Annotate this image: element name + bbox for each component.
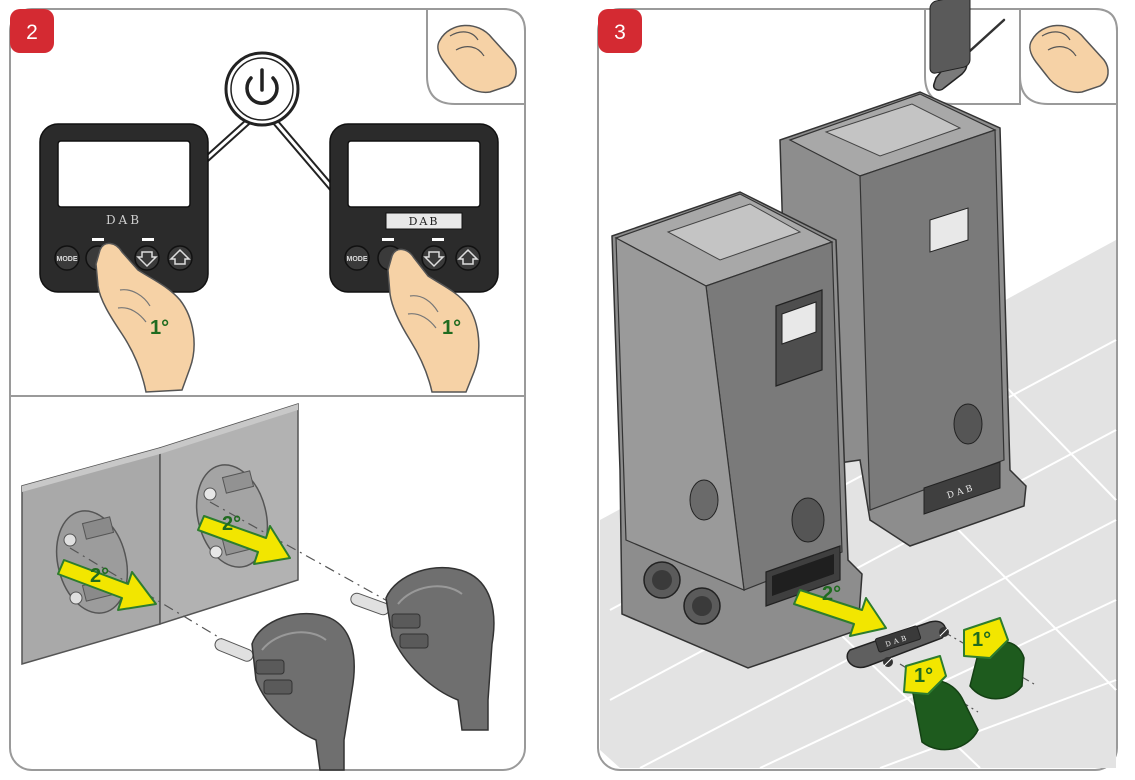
guide-line-right — [209, 501, 401, 609]
unplug-arrow-right: 2° — [197, 513, 291, 565]
press-step-label-right: 1° — [442, 317, 461, 339]
tool-box-hand-right — [1019, 8, 1118, 105]
step-2-number: 2 — [26, 21, 38, 44]
mode-button-right[interactable] — [344, 245, 370, 271]
screw-right — [939, 627, 949, 637]
unscrew-step-label-right: 1° — [972, 629, 991, 651]
cover-plate: DAB — [846, 620, 947, 669]
remove-cover-arrow: 2° — [793, 583, 887, 637]
arrow-up-icon — [169, 248, 191, 265]
remove-cover-step-label: 2° — [822, 583, 841, 605]
screw-left — [883, 657, 893, 667]
unplug-step-label-right: 2° — [222, 513, 241, 535]
unplug-step-label-left: 2° — [90, 565, 109, 587]
controller-screen-right — [347, 140, 481, 208]
power-icon — [245, 68, 279, 105]
unscrew-step-label-left: 1° — [914, 665, 933, 687]
down-button-right[interactable] — [421, 245, 447, 271]
svg-text:MODE: MODE — [57, 256, 78, 263]
svg-text:MODE: MODE — [347, 256, 368, 263]
mode-button-left[interactable] — [54, 245, 80, 271]
hand-pressing-right: 1° — [387, 248, 480, 393]
step-2-badge: 2 — [10, 9, 54, 53]
hand-icon — [1029, 24, 1109, 94]
tool-box-hand-left — [426, 8, 526, 105]
step-3-number: 3 — [614, 21, 626, 44]
step-3-badge: 3 — [598, 9, 642, 53]
plug-right — [350, 566, 495, 731]
controller-brand-right: DAB — [409, 215, 440, 228]
unscrew-arrow-right: 1° — [963, 617, 1025, 700]
unscrew-arrow-left: 1° — [903, 655, 979, 751]
controller-screen-left — [57, 140, 191, 208]
controller-left: DAB MODE — [39, 123, 209, 293]
arrow-up-icon — [457, 248, 479, 265]
plug-left — [214, 613, 355, 771]
controller-right: DAB MODE — [329, 123, 499, 293]
arrow-down-icon — [423, 251, 445, 268]
arrow-down-icon — [136, 251, 158, 268]
step-3-panel: 3 DAB — [597, 0, 1118, 771]
hand-pressing-left: 1° — [95, 242, 195, 393]
press-step-label-left: 1° — [150, 317, 169, 339]
controller-brand-left: DAB — [106, 213, 142, 227]
up-button-right[interactable] — [455, 245, 481, 271]
up-button-left[interactable] — [167, 245, 193, 271]
step-2-panel: 2 DAB — [9, 8, 526, 771]
down-button-left[interactable] — [134, 245, 160, 271]
rear-pump-display — [929, 0, 971, 74]
hand-icon — [437, 24, 517, 94]
pump-front — [611, 191, 863, 669]
unplug-arrow-left: 2° — [57, 559, 157, 611]
